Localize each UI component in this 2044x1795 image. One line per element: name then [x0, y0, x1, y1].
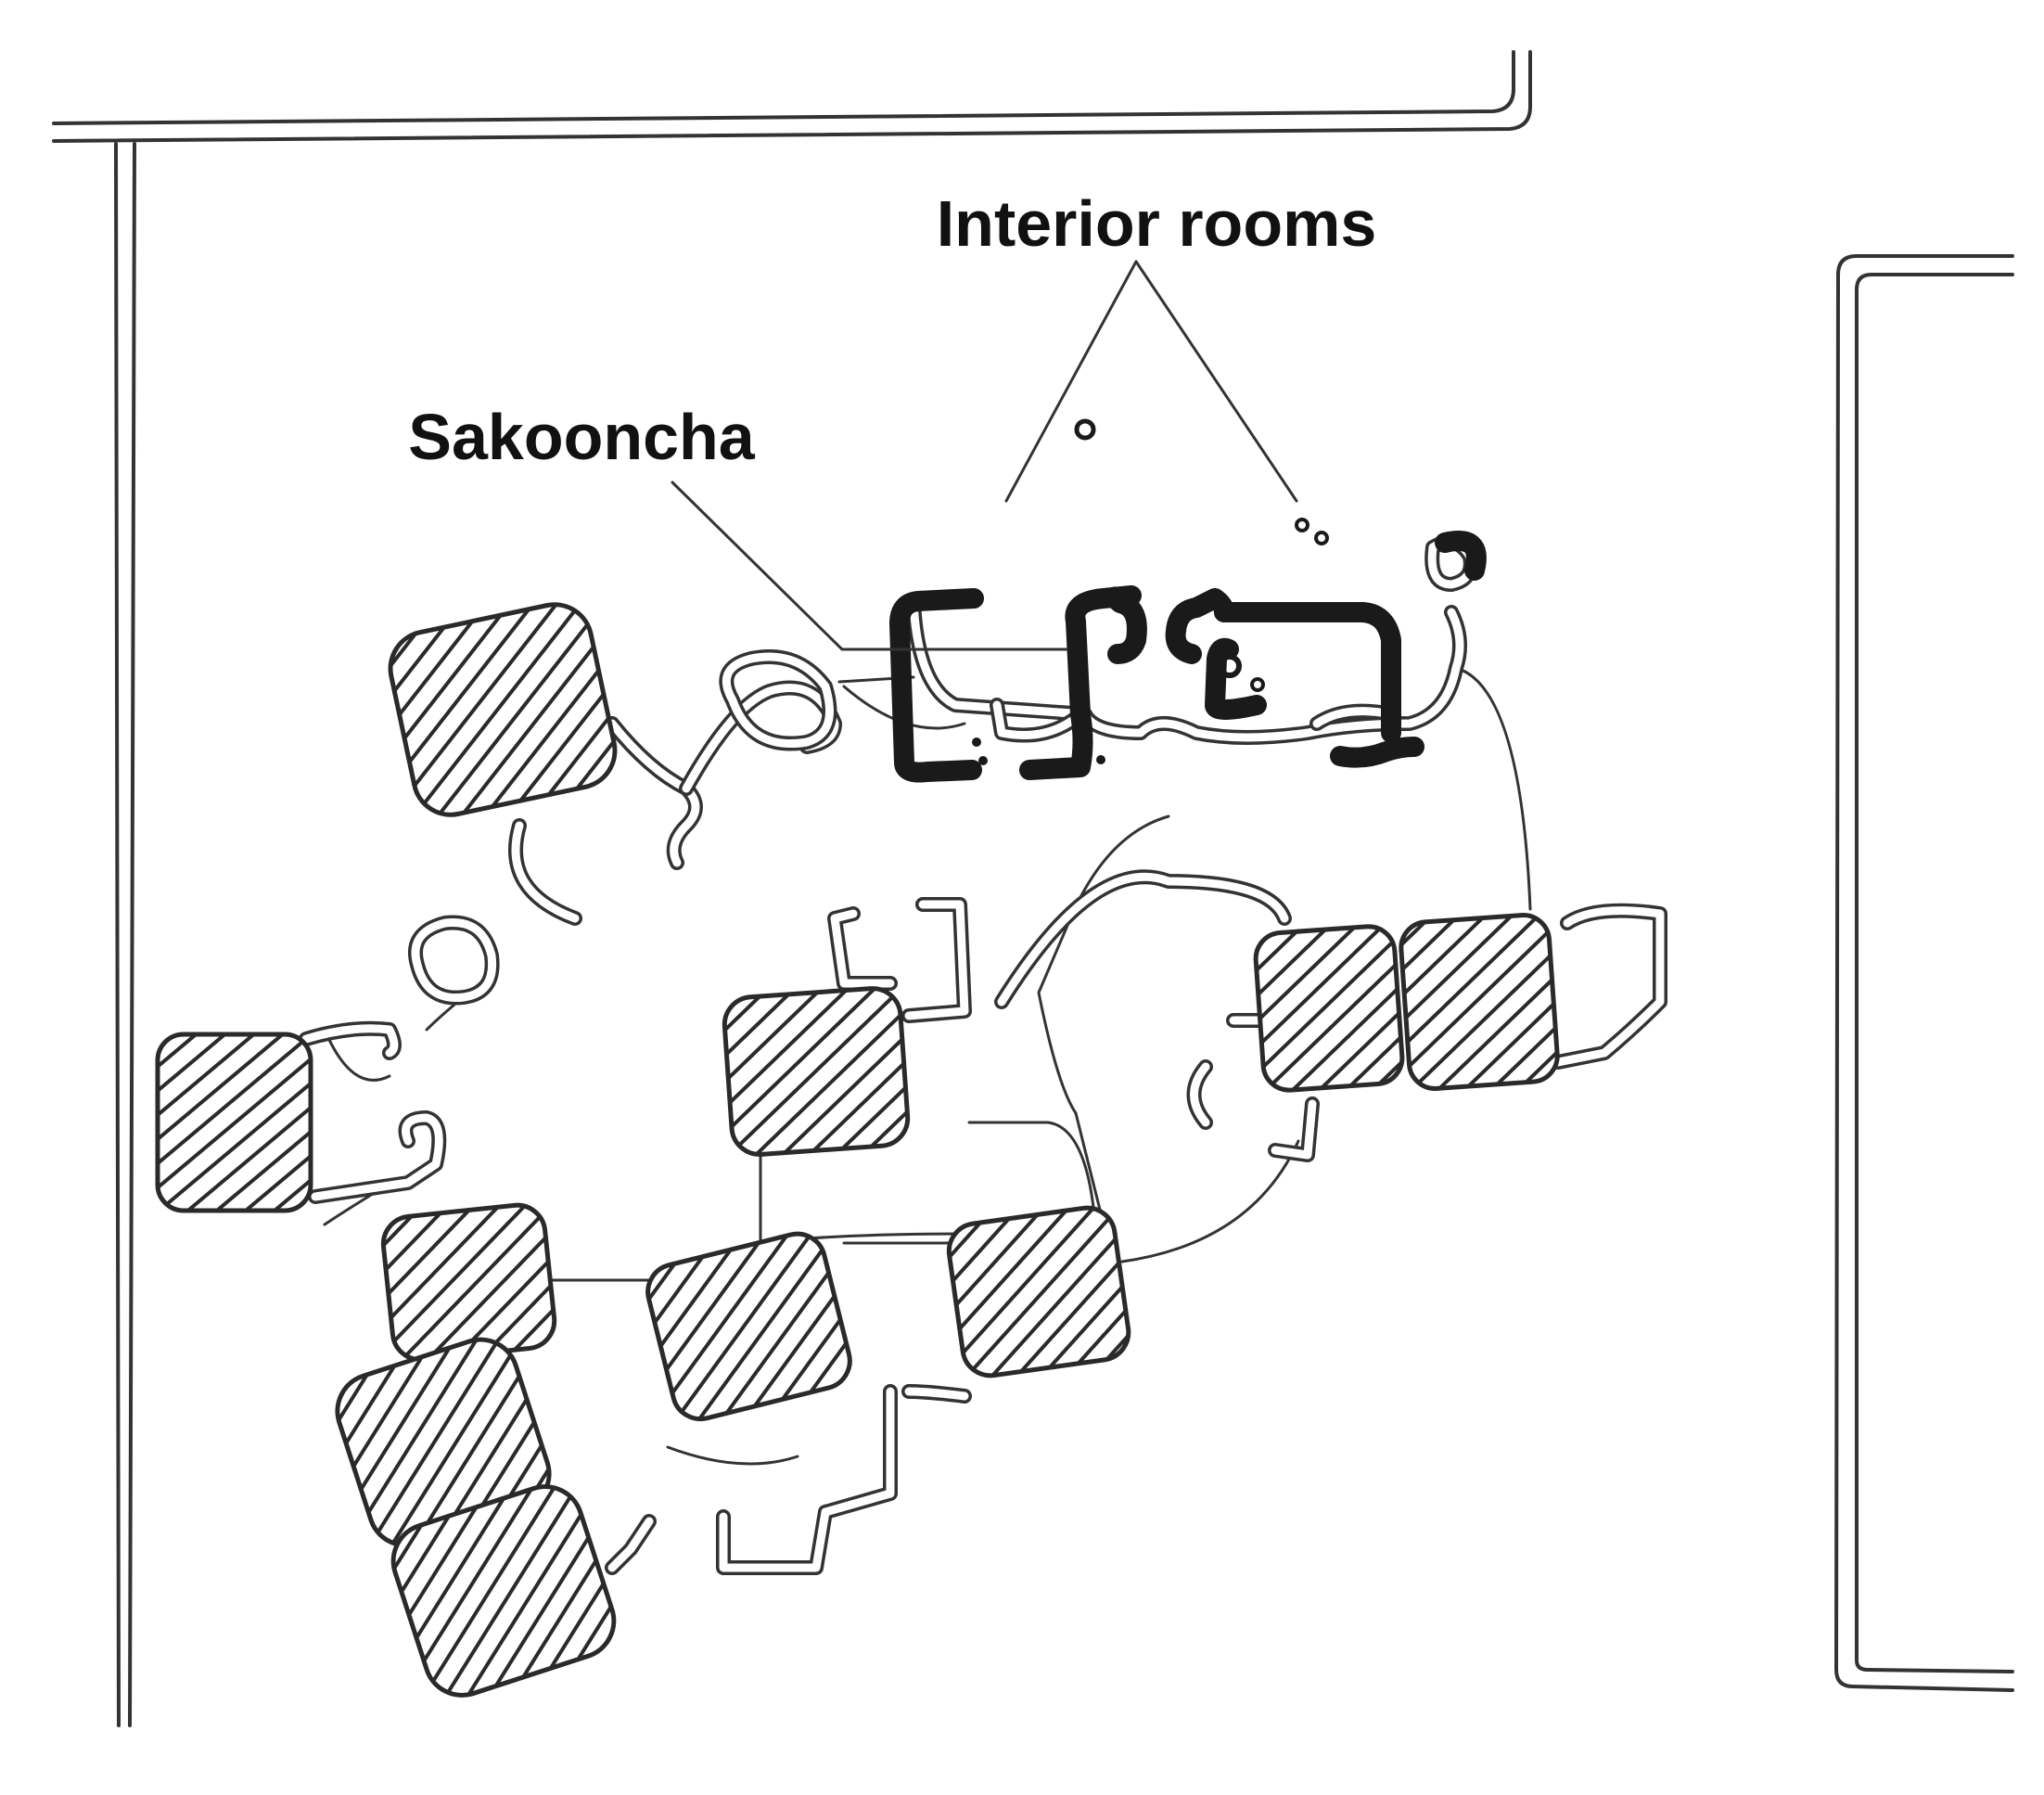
hatched-rooms — [155, 602, 1560, 1698]
sakooncha-label: Sakooncha — [408, 401, 756, 473]
hatched-room — [1253, 924, 1405, 1093]
hatched-room — [722, 986, 911, 1157]
hatched-room — [645, 1231, 852, 1422]
interior-rooms-outline — [889, 531, 1487, 783]
enclosure-wall-top-left — [52, 50, 1532, 1727]
hatched-room — [155, 1032, 313, 1213]
leader-line-interior-left — [1004, 260, 1138, 503]
interior-room-details — [972, 418, 1329, 765]
hatched-room — [390, 1484, 617, 1698]
interior-rooms-label: Interior rooms — [937, 187, 1377, 260]
leader-line-sakooncha — [671, 481, 1068, 651]
hatched-room — [1399, 913, 1560, 1091]
leader-line-interior-right — [1134, 260, 1298, 503]
hatched-room — [380, 1202, 557, 1363]
enclosure-wall-right — [1834, 254, 2014, 1692]
hatched-room — [946, 1205, 1131, 1378]
leader-lines — [671, 260, 1298, 651]
hatched-room — [388, 602, 618, 817]
settlement-walls — [299, 596, 1667, 1575]
